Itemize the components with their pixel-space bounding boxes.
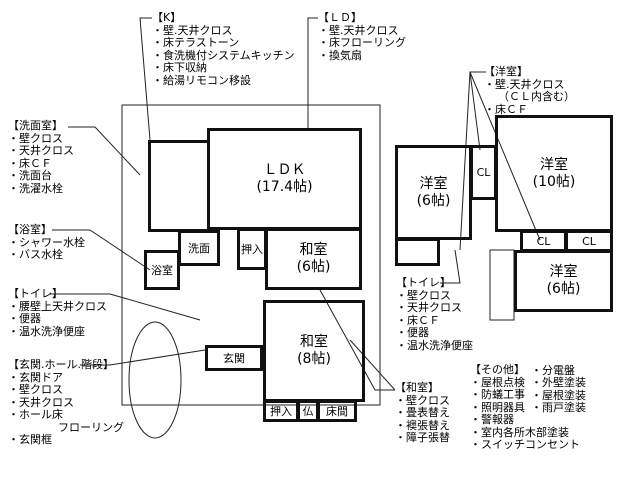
note-toilet-1: 【トイレ】腰壁上天井クロス便器温水洗浄便座	[8, 287, 107, 338]
note-kitchen: 【K】壁.天井クロス床テラストーン食洗機付システムキッチン床下収納給湯リモコン移…	[152, 11, 295, 87]
note-bath: 【浴室】シャワー水栓バス水栓	[8, 223, 85, 262]
room-washitsu-6: 和室 (6帖)	[265, 228, 362, 290]
room-yokushitsu: 浴室	[144, 250, 180, 290]
room-yoshitsu-10: 洋室 (10帖)	[495, 115, 613, 232]
note-ld: 【ＬＤ】壁.天井クロス床フローリング換気扇	[318, 11, 406, 62]
note-other: 【その他】 屋根点検防蟻工事照明器具警報器 分電盤外壁塗装屋根塗装雨戸塗装 室内…	[470, 363, 586, 452]
note-entrance: 【玄関.ホール.階段】玄関ドア壁クロス天井クロスホール床フローリング玄関框	[8, 358, 124, 447]
room-tokonoma: 床間	[317, 400, 357, 422]
toilet-2f	[395, 238, 440, 266]
note-western: 【洋室】壁.天井クロス（ＣＬ内含む）床ＣＦ	[484, 65, 575, 116]
note-washroom: 【洗面室】壁クロス天井クロス床ＣＦ洗面台洗濯水栓	[8, 119, 74, 195]
closet-3: CL	[565, 230, 613, 252]
room-yoshitsu-6a: 洋室 (6帖)	[395, 145, 472, 240]
closet-2: CL	[520, 230, 567, 252]
room-washitsu-8: 和室 (8帖)	[263, 300, 365, 402]
note-toilet-2: 【トイレ】壁クロス天井クロス床ＣＦ便器温水洗浄便座	[396, 276, 473, 352]
room-oshiire-1: 押入	[237, 228, 267, 270]
closet-1: CL	[470, 145, 497, 200]
room-oshiire-2: 押入	[263, 400, 299, 422]
room-butsuma: 仏	[297, 400, 319, 422]
room-kitchen	[148, 140, 210, 232]
room-genkan: 玄関	[205, 345, 263, 371]
room-senmen: 洗面	[178, 230, 220, 266]
room-yoshitsu-6b: 洋室 (6帖)	[514, 250, 613, 312]
note-washitsu: 【和室】壁クロス畳表替え襖張替え障子張替	[395, 381, 450, 445]
room-ldk: ＬＤＫ (17.4帖)	[207, 128, 362, 230]
